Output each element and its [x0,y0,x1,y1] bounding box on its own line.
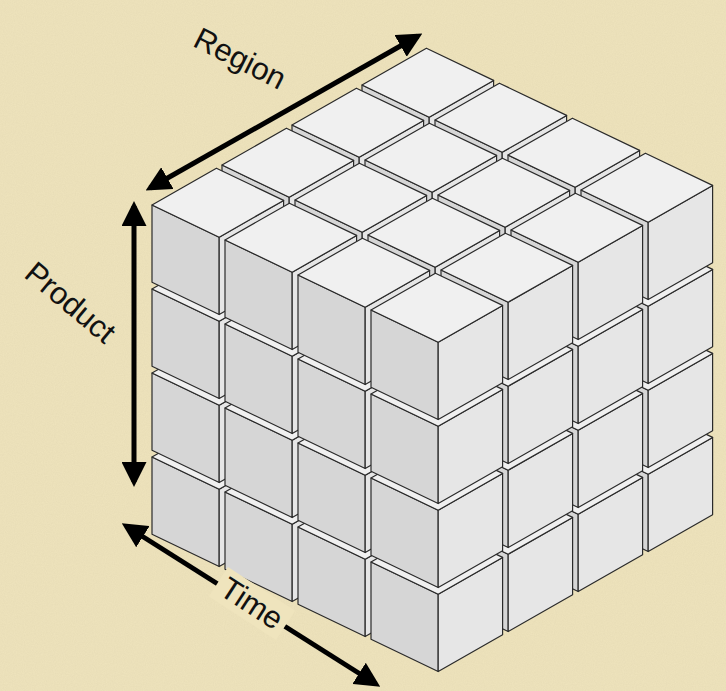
region-axis-arrow [150,36,418,188]
time-axis-arrow [126,526,376,684]
product-axis-arrow [132,206,137,482]
cube-face [371,273,503,342]
